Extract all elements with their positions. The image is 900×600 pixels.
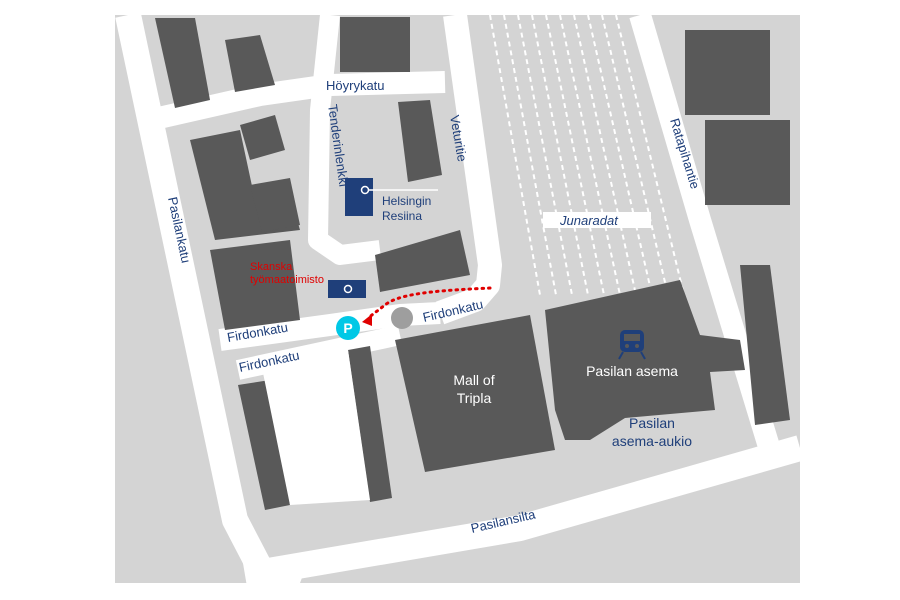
building <box>238 380 290 510</box>
rail-tracks <box>489 14 685 296</box>
building <box>240 115 285 160</box>
building <box>375 230 470 292</box>
label-tripla: Tripla <box>457 390 492 406</box>
road-tenderinlenkki <box>308 13 382 265</box>
label-tyomaatoimisto: työmaatoimisto <box>250 274 324 286</box>
building <box>740 265 790 425</box>
location-pin-icon <box>345 178 373 216</box>
road-hoyrykatu <box>147 71 446 131</box>
street-label-hoyrykatu: Höyrykatu <box>326 78 385 93</box>
road-firdonkatu-lower <box>235 325 403 380</box>
road-veturitie <box>435 13 502 325</box>
building <box>225 35 275 92</box>
skanska-marker[interactable] <box>328 280 366 298</box>
label-asema-aukio: asema-aukio <box>612 433 692 449</box>
building <box>705 120 790 205</box>
helsingin-resiina-marker[interactable] <box>345 178 438 216</box>
roads <box>115 11 804 596</box>
buildings <box>155 17 790 510</box>
label-resiina: Resiina <box>382 209 422 223</box>
building <box>250 178 300 232</box>
parking-marker[interactable]: P <box>336 316 360 340</box>
road-pasilansilta <box>242 435 804 588</box>
label-pasilan-asema: Pasilan asema <box>586 363 678 379</box>
parking-icon <box>336 316 360 340</box>
building <box>348 346 392 502</box>
road-ratapihantie <box>629 11 781 454</box>
building <box>398 100 442 182</box>
building <box>340 17 410 72</box>
building <box>210 240 300 330</box>
junaradat-label-bg <box>543 212 651 228</box>
building <box>685 30 770 115</box>
lot-white <box>262 350 370 505</box>
label-pasilan: Pasilan <box>629 415 675 431</box>
walking-route <box>366 286 492 320</box>
route-arrow-icon <box>362 314 372 326</box>
label-junaradat: Junaradat <box>559 213 619 228</box>
building-mall-of-tripla <box>395 315 555 472</box>
parking-letter: P <box>343 320 352 336</box>
label-helsingin: Helsingin <box>382 194 431 208</box>
building-pasilan-asema <box>545 280 745 440</box>
label-skanska: Skanska <box>250 261 293 273</box>
label-mall-of: Mall of <box>453 372 494 388</box>
train-icon <box>618 330 646 360</box>
roundabout <box>391 307 413 329</box>
building <box>155 18 210 108</box>
